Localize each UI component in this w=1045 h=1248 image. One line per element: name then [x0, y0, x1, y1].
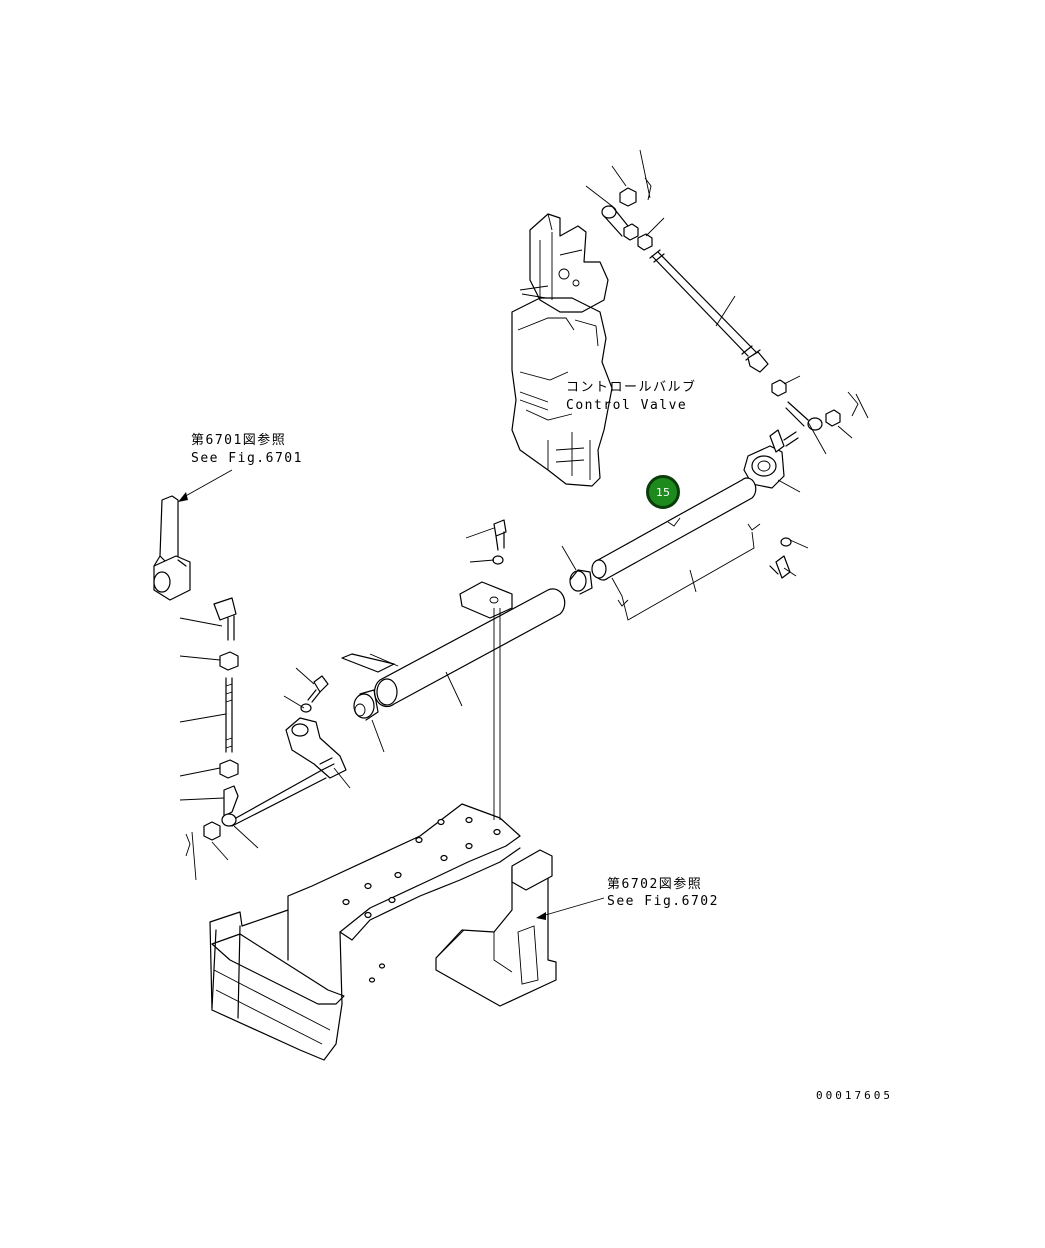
- drawing-number: 00017605: [816, 1089, 893, 1102]
- control-valve-drawing: [511, 213, 613, 487]
- leader-lines: [178, 165, 853, 920]
- main-shaft: [341, 581, 566, 721]
- reference-6702-label-en: See Fig.6702: [607, 894, 719, 909]
- control-valve-label-en: Control Valve: [566, 398, 688, 413]
- reference-6701-label-en: See Fig.6701: [191, 451, 303, 466]
- right-shaft: [569, 477, 761, 621]
- frame-drawing: [209, 803, 557, 1061]
- upper-linkage: [601, 149, 869, 431]
- part-callout-15[interactable]: 15: [646, 475, 680, 509]
- left-lever: [285, 675, 347, 779]
- reference-6702-label-jp: 第6702図参照: [607, 877, 703, 892]
- bolt-top: [492, 519, 507, 820]
- part-callout-number: 15: [656, 485, 670, 499]
- reference-6701-label-jp: 第6701図参照: [191, 433, 287, 448]
- control-valve-label-jp: コントロールバルブ: [566, 380, 697, 395]
- right-lever: [743, 429, 799, 579]
- left-linkage: [153, 495, 327, 881]
